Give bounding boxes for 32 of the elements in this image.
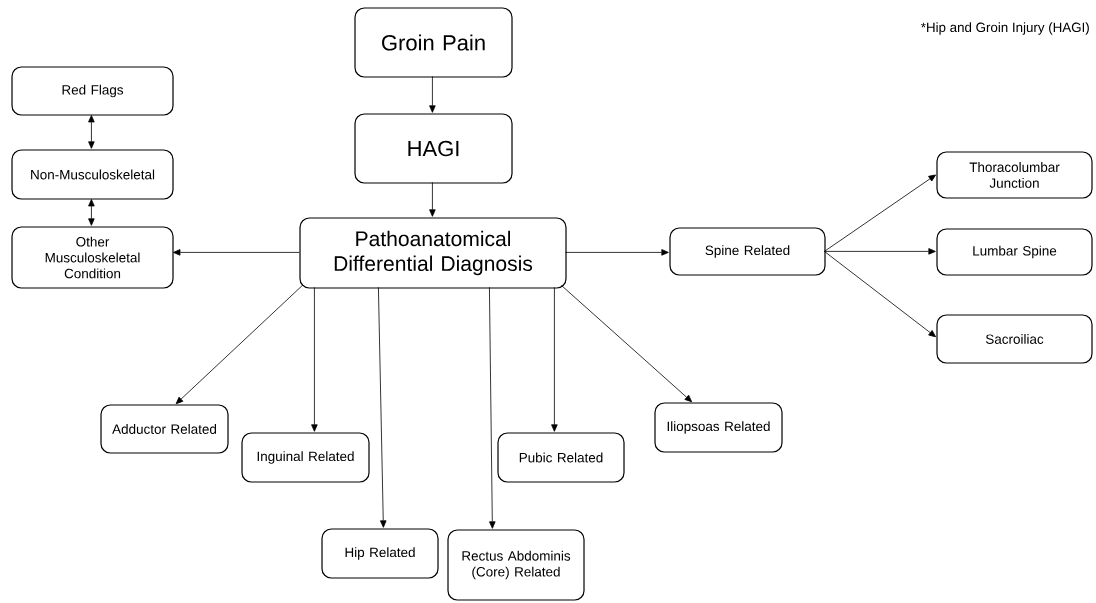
arrow [551,287,558,432]
arrow [824,174,936,252]
process-box: Adductor Related [100,404,229,454]
arrow [429,182,436,217]
process-box: Pathoanatomical Differential Diagnosis [299,217,567,289]
arrow [378,287,387,528]
process-box: HAGI [354,113,513,184]
process-box: Thoracolumbar Junction [936,151,1093,199]
process-box: Hip Related [321,528,439,579]
arrow [88,115,95,149]
process-box: Red Flags [11,66,174,116]
arrow [173,249,300,256]
arrow [88,199,95,226]
arrow [824,251,936,338]
process-box: Sacroiliac [936,314,1093,364]
arrow [561,285,693,403]
process-box: Iliopsoas Related [654,402,783,453]
note-text: *Hip and Groin Injury (HAGI) [921,22,1089,35]
arrow [311,287,318,432]
process-box: Pubic Related [497,432,625,483]
arrow [489,287,496,529]
process-box: Lumbar Spine [936,228,1093,276]
process-box: Other Musculoskeletal Condition [11,226,174,289]
arrow [429,76,436,113]
arrow [824,248,936,255]
process-box: Inguinal Related [241,432,370,483]
process-box: Non-Musculoskeletal [11,149,174,200]
arrow [565,249,669,256]
process-box: Rectus Abdominis (Core) Related [447,529,585,601]
arrow [175,285,303,405]
process-box: Groin Pain [354,7,513,78]
process-box: Spine Related [669,227,826,276]
